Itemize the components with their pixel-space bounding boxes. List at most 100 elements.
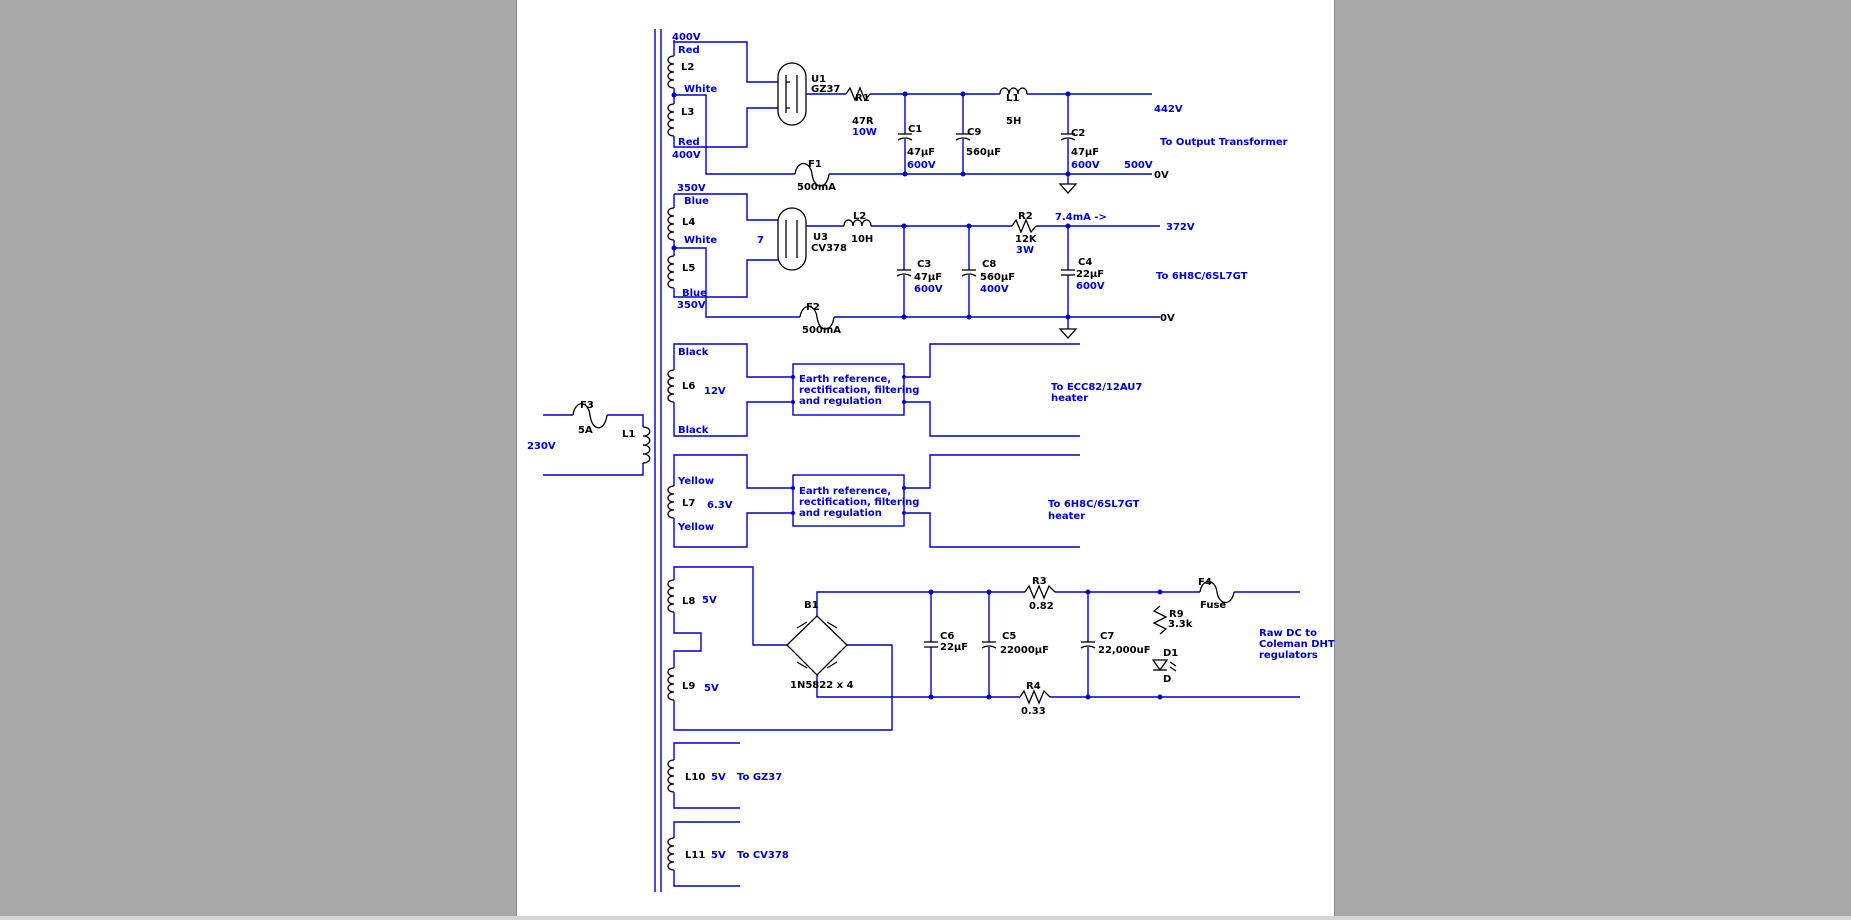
box1-line3: and regulation xyxy=(799,396,882,407)
fuse-f1-symbol xyxy=(794,162,830,187)
c2-voltage: 600V xyxy=(1071,160,1100,171)
l10-voltage: 5V xyxy=(711,772,726,783)
c8-value: 560µF xyxy=(980,272,1015,283)
hv2-bottom-voltage: 350V xyxy=(677,300,706,311)
c5-value: 22000µF xyxy=(1000,645,1049,656)
resistor-r9 xyxy=(1152,605,1168,635)
l8-voltage: 5V xyxy=(702,595,717,606)
l1-value: 5H xyxy=(1006,116,1021,127)
r4-value: 0.33 xyxy=(1021,706,1046,717)
capacitor-c6 xyxy=(924,592,938,697)
aux-heater-windings: L10 5V To GZ37 L11 5V To CV378 xyxy=(667,742,789,887)
box2-line3: and regulation xyxy=(799,508,882,519)
coil-l9 xyxy=(667,667,675,701)
heater1-dest-line1: To ECC82/12AU7 xyxy=(1051,382,1142,393)
fuse-f3-ref: F3 xyxy=(580,400,594,411)
c3-value: 47µF xyxy=(914,272,942,283)
c7-ref: C7 xyxy=(1100,631,1114,642)
r1-value: 47R xyxy=(852,116,874,127)
box1-line2: rectification, filtering xyxy=(799,385,919,396)
coil-l7 xyxy=(667,485,675,519)
mains-section: F3 5A L1 230V xyxy=(527,29,662,892)
resistor-r2 xyxy=(1011,218,1037,234)
tube-u1 xyxy=(777,62,807,126)
coil-l4-ref: L4 xyxy=(682,217,695,228)
hv2-out-voltage: 372V xyxy=(1166,222,1195,233)
coil-l5-ref: L5 xyxy=(682,263,695,274)
coil-l3-ref: L3 xyxy=(681,107,694,118)
dht-dest-line2: Coleman DHT xyxy=(1259,639,1335,650)
r9-ref: R9 xyxy=(1169,609,1184,620)
heater1-dest-line2: heater xyxy=(1051,393,1088,404)
hv1-top-voltage: 400V xyxy=(672,32,701,43)
hv1-destination: To Output Transformer xyxy=(1160,137,1288,148)
heater2-wire-top: Yellow xyxy=(677,476,714,487)
coil-l6 xyxy=(667,369,675,403)
fuse-f2-symbol xyxy=(799,305,835,330)
schematic-sheet xyxy=(516,0,1335,916)
c9-ref: C9 xyxy=(967,127,981,138)
fuse-f3-value: 5A xyxy=(578,425,593,436)
heater2-dest-line2: heater xyxy=(1048,511,1085,522)
fuse-f2-value: 500mA xyxy=(802,325,841,336)
fuse-f3-symbol xyxy=(572,403,608,429)
primary-coil-ref: L1 xyxy=(622,429,635,440)
c8-voltage: 400V xyxy=(980,284,1009,295)
hv2-current-label: 7.4mA -> xyxy=(1055,212,1107,223)
tube-u3 xyxy=(777,207,807,271)
choke-l1 xyxy=(999,87,1028,95)
r9-value: 3.3k xyxy=(1168,619,1193,630)
dht-dest-line1: Raw DC to xyxy=(1259,628,1317,639)
r2-ref: R2 xyxy=(1018,211,1033,222)
c1-ref: C1 xyxy=(908,124,922,135)
l2-ref: L2 xyxy=(853,211,866,222)
coil-l9-ref: L9 xyxy=(682,681,695,692)
coil-l6-ref: L6 xyxy=(682,381,695,392)
heater2-voltage: 6.3V xyxy=(707,500,733,511)
coil-l10 xyxy=(667,759,675,793)
c8-ref: C8 xyxy=(982,259,996,270)
hv2-wire-bottom: Blue xyxy=(682,288,707,299)
coil-l10-ref: L10 xyxy=(685,772,705,783)
box2-line1: Earth reference, xyxy=(799,486,891,497)
heater2-wire-bottom: Yellow xyxy=(677,522,714,533)
hv1-zero-volt: 0V xyxy=(1154,170,1169,181)
heater-supply-6v3: Yellow L7 6.3V Yellow Earth reference, r… xyxy=(667,454,1140,548)
c6-value: 22µF xyxy=(940,642,968,653)
heater-supply-12v: Black L6 12V Black Earth reference, rect… xyxy=(667,343,1142,437)
f4-ref: F4 xyxy=(1198,577,1212,588)
c1-value: 47µF xyxy=(907,147,935,158)
hv1-wire-mid: White xyxy=(684,84,717,95)
capacitor-c7 xyxy=(1080,592,1096,697)
hv-supply-cv378: 350V Blue L4 White 7 L5 Blue 350V U3 CV3… xyxy=(667,183,1248,339)
ground-symbol-2 xyxy=(1058,328,1078,339)
f4-value: Fuse xyxy=(1200,600,1226,611)
hv1-out-voltage: 442V xyxy=(1154,104,1183,115)
box2-line2: rectification, filtering xyxy=(799,497,919,508)
r1-power: 10W xyxy=(852,127,877,138)
hv2-zero-volt: 0V xyxy=(1160,313,1175,324)
r3-ref: R3 xyxy=(1032,576,1047,587)
hv-supply-gz37: 400V Red L2 White L3 Red 400V U1 GZ37 R1… xyxy=(667,32,1288,194)
coil-l8 xyxy=(667,579,675,613)
box1-line1: Earth reference, xyxy=(799,374,891,385)
choke-l2 xyxy=(843,219,872,227)
l10-destination: To GZ37 xyxy=(737,772,782,783)
heater1-voltage: 12V xyxy=(704,386,726,397)
coil-l7-ref: L7 xyxy=(682,498,695,509)
l2-value: 10H xyxy=(851,234,873,245)
tube-u3-type: CV378 xyxy=(811,243,847,254)
coil-l11 xyxy=(667,837,675,871)
coil-l3 xyxy=(667,103,675,137)
resistor-r1 xyxy=(845,86,871,102)
dht-dest-line3: regulators xyxy=(1259,650,1318,661)
coil-l5 xyxy=(667,255,675,289)
dht-supply: L8 5V L9 5V B1 1N5822 x 4 C6 22µF C5 220… xyxy=(667,566,1335,731)
r2-power: 3W xyxy=(1016,245,1034,256)
hv1-wire-top: Red xyxy=(678,45,700,56)
c3-ref: C3 xyxy=(917,259,931,270)
hv1-bottom-voltage: 400V xyxy=(672,150,701,161)
r2-value: 12K xyxy=(1015,234,1038,245)
coil-l11-ref: L11 xyxy=(685,850,705,861)
hv2-pin-label: 7 xyxy=(757,235,764,246)
